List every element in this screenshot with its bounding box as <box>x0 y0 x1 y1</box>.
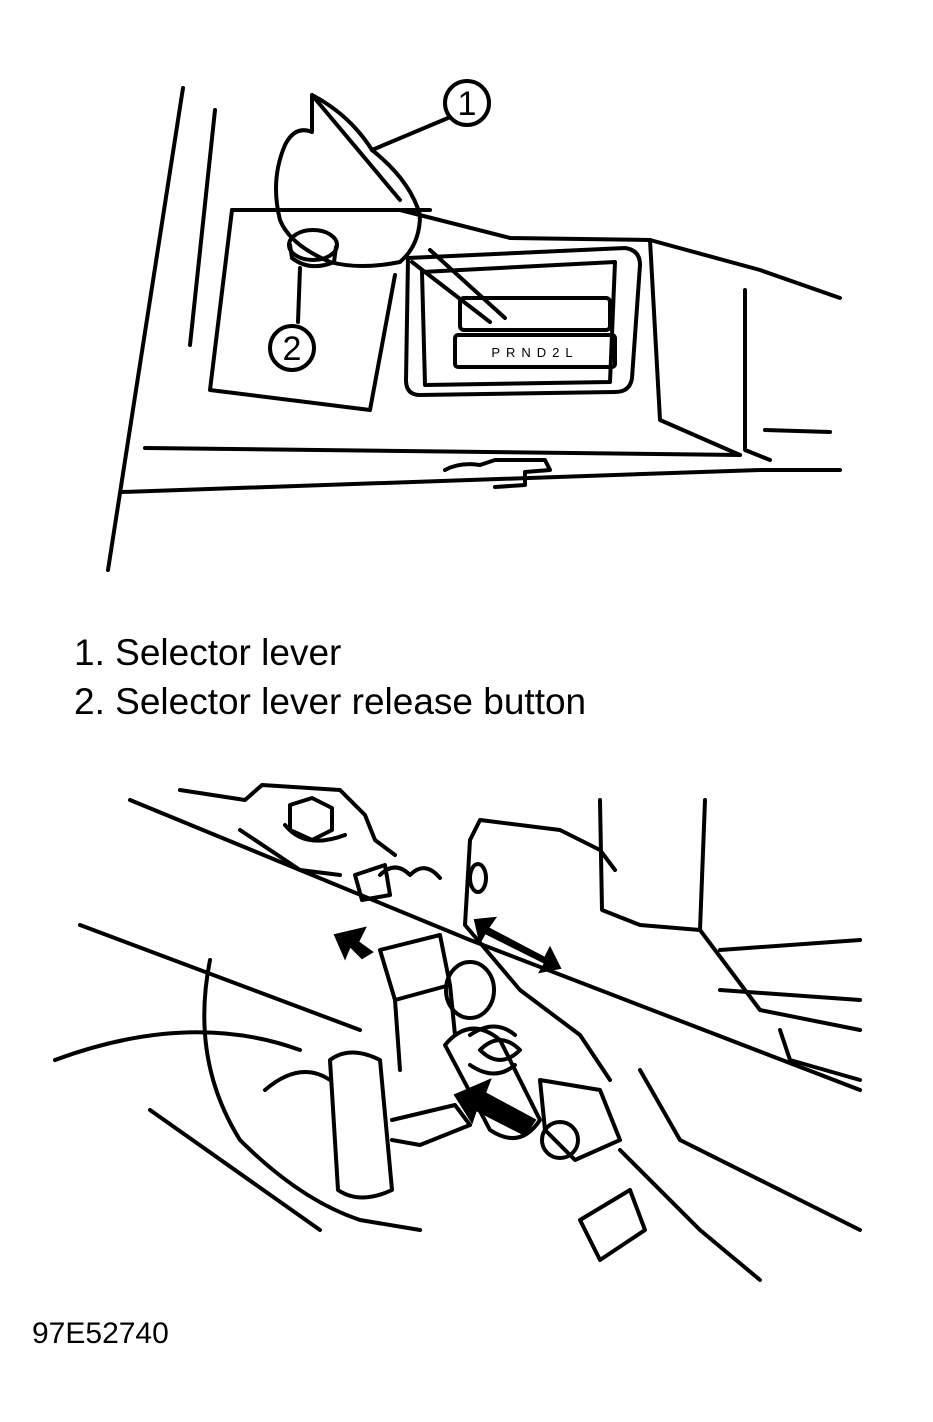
callout-2: 2 <box>283 330 302 368</box>
legend: 1. Selector lever 2. Selector lever rele… <box>74 628 586 726</box>
selector-lever-illustration: 1 2 PRND2L <box>106 79 842 572</box>
legend-number: 2. <box>74 681 105 722</box>
legend-item-selector-lever: 1. Selector lever <box>74 628 586 677</box>
legend-text: Selector lever release button <box>115 681 587 722</box>
legend-item-release-button: 2. Selector lever release button <box>74 677 586 726</box>
legend-number: 1. <box>74 632 105 673</box>
gate-position-label: PRND2L <box>491 345 578 360</box>
callout-1: 1 <box>458 85 477 123</box>
figure-id: 97E52740 <box>32 1317 169 1350</box>
legend-text: Selector lever <box>115 632 342 673</box>
release-mechanism-illustration <box>53 783 862 1282</box>
